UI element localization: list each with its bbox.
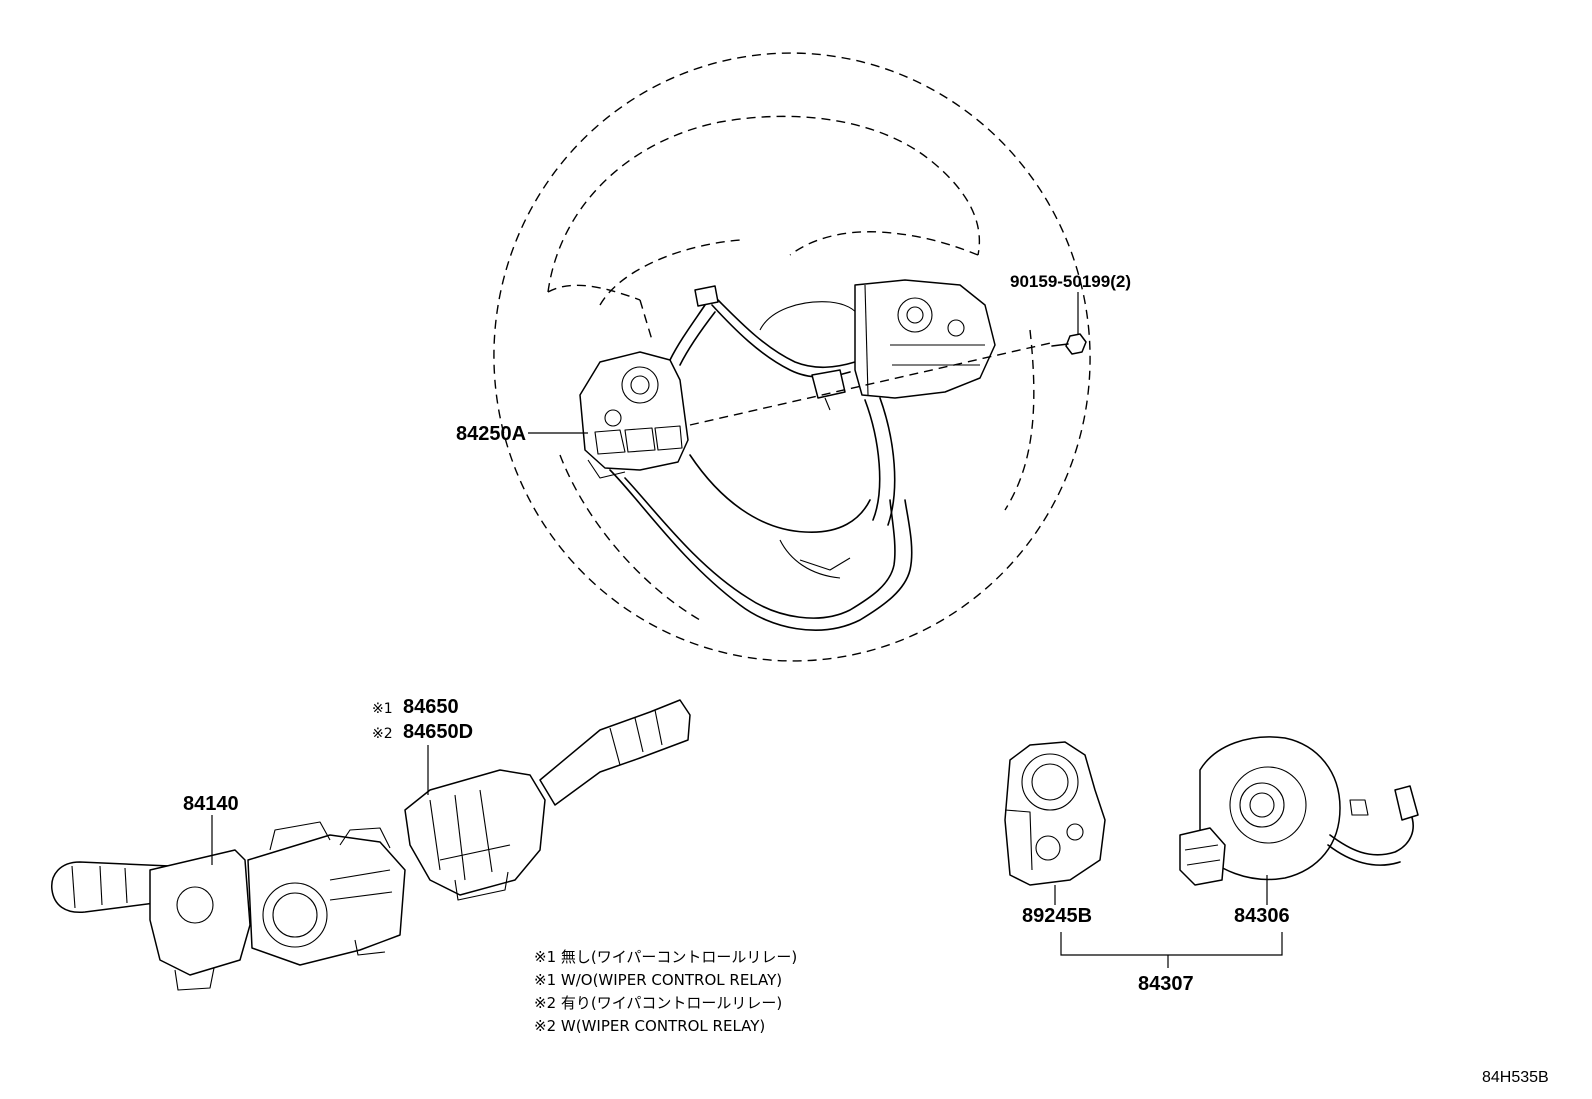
marker-2: ※2 — [372, 726, 393, 742]
note-line-3: ※2 有り(ワイパコントロールリレー) — [534, 994, 782, 1012]
part-number-wiper-switch-2: 84650D — [403, 721, 473, 743]
notes-block: ※1 無し(ワイパーコントロールリレー) ※1 W/O(WIPER CONTRO… — [534, 948, 797, 1035]
steering-spoke-frame — [609, 301, 913, 631]
marker-1: ※1 — [372, 701, 393, 717]
note-line-1: ※1 無し(ワイパーコントロールリレー) — [534, 948, 797, 966]
steering-sensor — [1004, 741, 1106, 886]
steering-wheel-phantom — [493, 52, 1091, 662]
wiper-switch-body — [404, 699, 691, 901]
steering-switch-right — [854, 279, 996, 399]
diagram-code: 84H535B — [1482, 1069, 1549, 1086]
switch-harness — [711, 299, 856, 411]
part-number-spiral-assy: 84307 — [1138, 973, 1194, 995]
centre-axis-line — [689, 341, 1056, 426]
assembly-bracket — [1060, 932, 1283, 956]
part-number-steering-switch: 84250A — [456, 423, 526, 445]
part-number-wiper-switch-1: 84650 — [403, 696, 459, 718]
part-number-spiral-cable: 84306 — [1234, 905, 1290, 927]
note-line-4: ※2 W(WIPER CONTROL RELAY) — [534, 1017, 765, 1035]
part-number-bolt: 90159-50199(2) — [1010, 272, 1131, 291]
spiral-cable — [1179, 736, 1419, 886]
note-line-2: ※1 W/O(WIPER CONTROL RELAY) — [534, 971, 782, 989]
part-number-sensor: 89245B — [1022, 905, 1092, 927]
part-number-combination-switch: 84140 — [183, 793, 239, 815]
combination-switch-body — [51, 821, 406, 991]
steering-switch-left — [579, 285, 719, 479]
bolt-icon — [1051, 333, 1087, 355]
